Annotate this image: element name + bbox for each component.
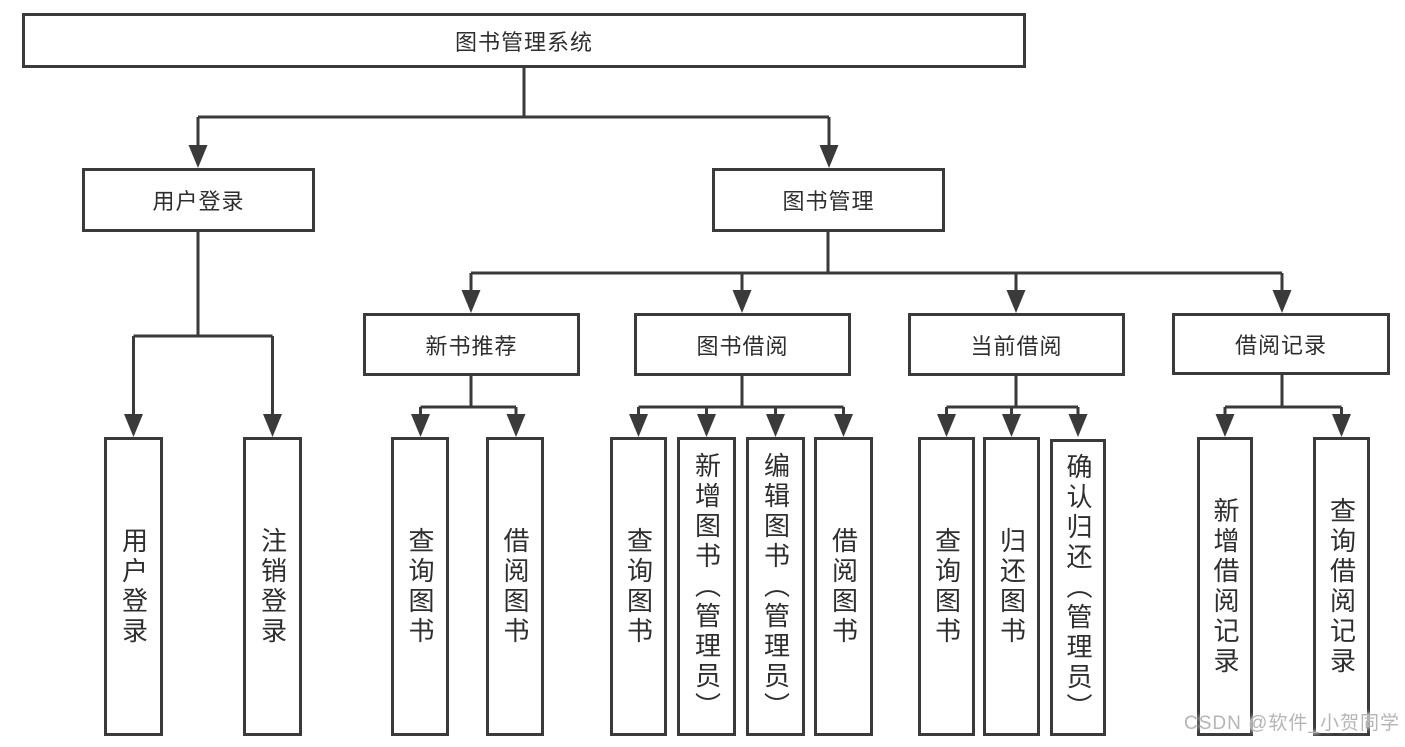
leaf-edit-book-admin-label: 编辑图书（管理员） — [760, 451, 791, 722]
node-new-book-recommend-label: 新书推荐 — [425, 333, 518, 359]
leaf-confirm-return-admin-label: 确认归还（管理员） — [1063, 452, 1093, 723]
leaf-add-borrow-record-label: 新增借阅记录 — [1210, 496, 1240, 677]
leaf-edit-book-admin: 编辑图书（管理员） — [746, 437, 805, 736]
node-root-label: 图书管理系统 — [454, 29, 593, 55]
node-book-borrow: 图书借阅 — [634, 313, 851, 376]
leaf-logout: 注销登录 — [243, 437, 302, 736]
node-book-management: 图书管理 — [712, 168, 945, 232]
leaf-current-query-book-label: 查询图书 — [931, 526, 962, 647]
leaf-borrow-book: 借阅图书 — [814, 437, 873, 736]
leaf-current-query-book: 查询图书 — [918, 437, 975, 736]
node-current-borrow: 当前借阅 — [908, 313, 1125, 376]
leaf-confirm-return-admin: 确认归还（管理员） — [1050, 439, 1106, 736]
leaf-user-login: 用户登录 — [104, 437, 163, 736]
node-current-borrow-label: 当前借阅 — [970, 333, 1063, 359]
leaf-newrec-query-book: 查询图书 — [391, 437, 449, 736]
leaf-add-book-admin-label: 新增图书（管理员） — [691, 451, 722, 722]
leaf-query-borrow-record: 查询借阅记录 — [1313, 437, 1370, 736]
leaf-logout-label: 注销登录 — [257, 526, 288, 647]
leaf-add-book-admin: 新增图书（管理员） — [677, 437, 736, 736]
arrowheads — [124, 145, 1351, 437]
node-new-book-recommend: 新书推荐 — [363, 313, 580, 376]
leaf-newrec-borrow-book-label: 借阅图书 — [500, 526, 530, 647]
leaf-newrec-query-book-label: 查询图书 — [405, 526, 435, 647]
leaf-return-book-label: 归还图书 — [996, 526, 1027, 647]
node-borrow-record-label: 借阅记录 — [1234, 333, 1327, 358]
node-user-login: 用户登录 — [82, 168, 315, 232]
leaf-return-book: 归还图书 — [983, 437, 1040, 736]
leaf-newrec-borrow-book: 借阅图书 — [486, 437, 544, 736]
node-book-management-label: 图书管理 — [782, 189, 875, 214]
node-user-login-label: 用户登录 — [152, 189, 245, 214]
node-book-borrow-label: 图书借阅 — [696, 333, 789, 359]
leaf-borrow-query-book-label: 查询图书 — [623, 526, 654, 647]
node-root: 图书管理系统 — [22, 13, 1026, 68]
leaf-borrow-query-book: 查询图书 — [610, 437, 667, 736]
node-borrow-record: 借阅记录 — [1172, 313, 1390, 375]
leaf-borrow-book-label: 借阅图书 — [828, 526, 859, 647]
leaf-query-borrow-record-label: 查询借阅记录 — [1326, 496, 1357, 677]
leaf-add-borrow-record: 新增借阅记录 — [1197, 437, 1253, 736]
leaf-user-login-label: 用户登录 — [118, 526, 149, 647]
csdn-watermark: CSDN @软件_小贺同学 — [1184, 713, 1400, 734]
